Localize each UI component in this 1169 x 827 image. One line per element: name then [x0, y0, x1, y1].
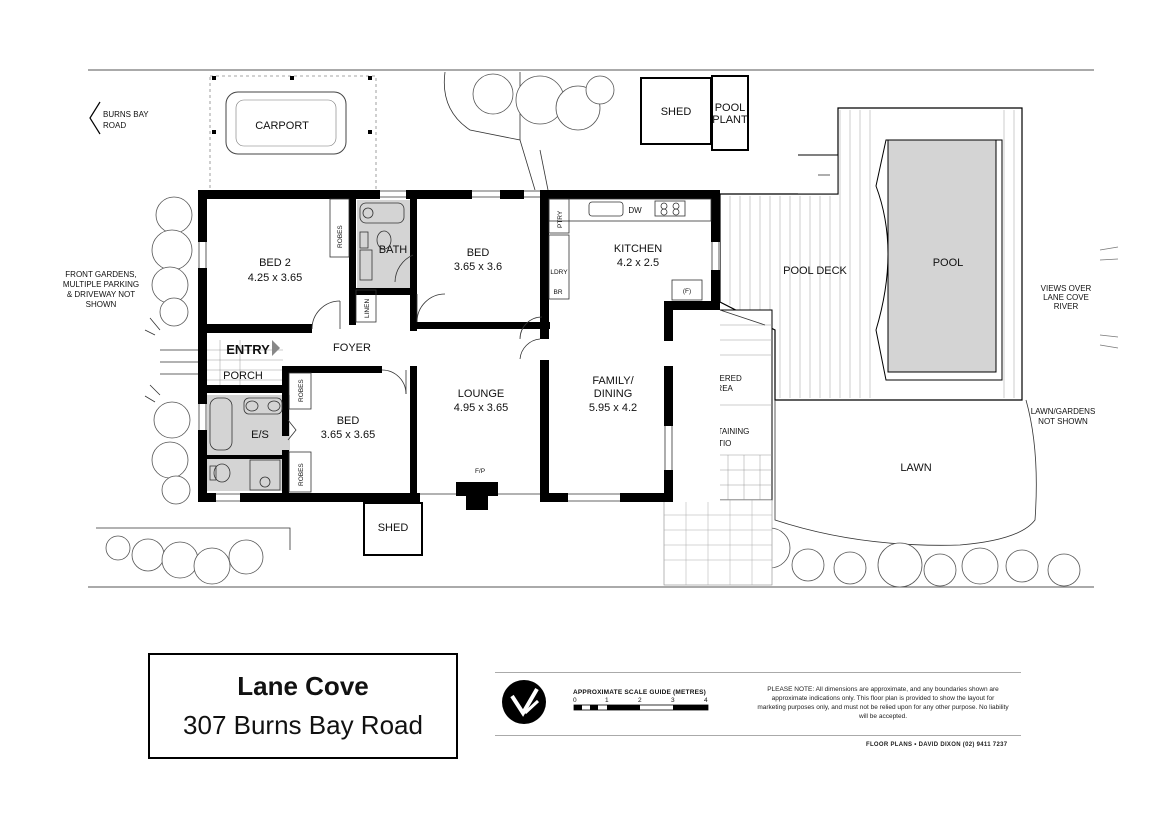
br-label: BR — [553, 289, 562, 296]
pool-plant-label-1: POOL — [715, 102, 746, 114]
svg-text:RIVER: RIVER — [1054, 302, 1079, 311]
family-name-2: DINING — [594, 388, 633, 400]
svg-text:LANE COVE: LANE COVE — [1043, 293, 1089, 302]
front-shrubs — [96, 196, 291, 585]
scale-tick-2: 2 — [638, 697, 642, 704]
title-box: Lane Cove 307 Burns Bay Road — [148, 653, 458, 759]
svg-text:SHOWN: SHOWN — [86, 300, 117, 309]
robes-label-bed-bottom: ROBES — [298, 463, 305, 486]
ldry-label: LDRY — [550, 269, 568, 276]
bed-mid-name: BED — [467, 247, 490, 259]
robes-label-bed-top: ROBES — [298, 379, 305, 402]
house-walls — [198, 190, 720, 510]
svg-text:FRONT GARDENS,: FRONT GARDENS, — [65, 270, 136, 279]
foyer-label: FOYER — [333, 342, 371, 354]
back-garden-top — [443, 71, 615, 191]
credit-line: FLOOR PLANS • DAVID DIXON (02) 9411 7237 — [866, 742, 1008, 748]
kitchen-size: 4.2 x 2.5 — [617, 257, 659, 269]
footer-panel: APPROXIMATE SCALE GUIDE (METRES) 0 1 2 3… — [495, 672, 1021, 736]
room-labels: BED 2 4.25 x 3.65 BED 3.65 x 3.6 BED 3.6… — [223, 206, 691, 486]
porch-label: PORCH — [223, 370, 263, 382]
svg-text:NOT SHOWN: NOT SHOWN — [1038, 417, 1088, 426]
scale-tick-1: 1 — [605, 697, 609, 704]
family-name-1: FAMILY/ — [592, 375, 634, 387]
scale-title: APPROXIMATE SCALE GUIDE (METRES) — [573, 689, 707, 696]
pool-label: POOL — [933, 257, 964, 269]
fridge-label: (F) — [683, 288, 691, 295]
title-address: 307 Burns Bay Road — [183, 710, 423, 740]
linen-label: LINEN — [364, 299, 371, 318]
scale-tick-4: 4 — [704, 697, 708, 704]
shed-top-label: SHED — [661, 106, 692, 118]
entry-arrow-icon — [272, 340, 280, 356]
robes-label-bed2: ROBES — [337, 225, 344, 248]
family-size: 5.95 x 4.2 — [589, 402, 637, 414]
pool-deck-label: POOL DECK — [783, 265, 847, 277]
pool-plant: POOL PLANT — [711, 75, 749, 151]
svg-text:COVERED: COVERED — [702, 374, 742, 383]
shed-top: SHED — [640, 77, 712, 145]
title-suburb: Lane Cove — [237, 671, 369, 701]
bath-label: BATH — [379, 244, 408, 256]
entry-label: ENTRY — [226, 342, 270, 357]
scale-tick-3: 3 — [671, 697, 675, 704]
svg-text:& DRIVEWAY NOT: & DRIVEWAY NOT — [67, 290, 135, 299]
fireplace-label: F/P — [475, 468, 485, 475]
doors-fixtures — [198, 174, 830, 502]
scale-bar: 0 1 2 3 4 — [573, 697, 709, 711]
lawn-label: LAWN — [900, 462, 931, 474]
shed-bottom-label: SHED — [378, 522, 409, 534]
bed2-name: BED 2 — [259, 257, 291, 269]
dw-label: DW — [628, 206, 642, 215]
ptry-label: PTRY — [557, 210, 564, 228]
burns-bay-road-2: ROAD — [103, 121, 126, 130]
bed-low-name: BED — [337, 415, 360, 427]
scale-tick-0: 0 — [573, 697, 577, 704]
es-label: E/S — [251, 429, 269, 441]
company-logo-icon — [502, 680, 546, 724]
chevron-left-icon — [89, 101, 101, 135]
pool-plant-label-2: PLANT — [712, 114, 748, 126]
burns-bay-road-1: BURNS BAY — [103, 110, 149, 119]
front-gardens-note: FRONT GARDENS, MULTIPLE PARKING & DRIVEW… — [63, 270, 139, 309]
lounge-size: 4.95 x 3.65 — [454, 402, 508, 414]
views-note: VIEWS OVER LANE COVE RIVER LAWN/GARDENS … — [1031, 246, 1119, 426]
bed-low-size: 3.65 x 3.65 — [321, 429, 375, 441]
pool: POOL — [875, 139, 1003, 381]
lounge-name: LOUNGE — [458, 388, 504, 400]
bed2-size: 4.25 x 3.65 — [248, 272, 302, 284]
svg-text:VIEWS OVER: VIEWS OVER — [1041, 284, 1092, 293]
disclaimer-note: PLEASE NOTE: All dimensions are approxim… — [757, 686, 1009, 720]
kitchen-name: KITCHEN — [614, 243, 662, 255]
svg-text:MULTIPLE PARKING: MULTIPLE PARKING — [63, 280, 139, 289]
svg-text:LAWN/GARDENS: LAWN/GARDENS — [1031, 407, 1096, 416]
bed-mid-size: 3.65 x 3.6 — [454, 261, 502, 273]
carport-label: CARPORT — [255, 120, 309, 132]
svg-text:AREA: AREA — [711, 384, 733, 393]
shed-bottom: SHED — [363, 502, 423, 556]
burns-bay-road-marker: BURNS BAY ROAD — [89, 101, 149, 135]
carport: CARPORT — [209, 75, 377, 195]
